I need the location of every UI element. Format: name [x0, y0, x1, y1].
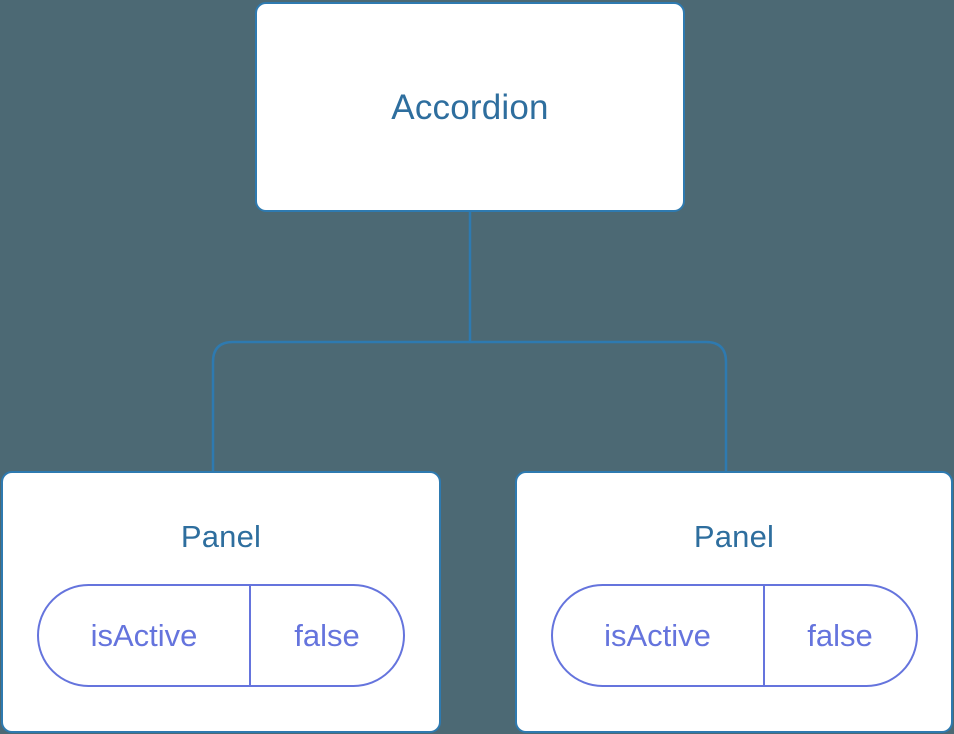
connector-to-panel-0 [211, 340, 470, 473]
node-accordion[interactable]: Accordion [255, 2, 685, 212]
node-panel-1[interactable]: Panel isActive false [515, 471, 953, 733]
state-value-panel-0: false [294, 618, 360, 653]
state-key-panel-1: isActive [553, 586, 765, 685]
node-panel-1-title: Panel [693, 519, 775, 554]
connector-to-panel-1 [470, 340, 728, 473]
state-pill-panel-0[interactable]: isActive false [37, 584, 405, 687]
node-panel-0[interactable]: Panel isActive false [1, 471, 441, 733]
state-value-panel-1: false [807, 618, 873, 653]
node-panel-0-title: Panel [180, 519, 262, 554]
node-accordion-title: Accordion [391, 87, 549, 127]
state-pill-panel-1[interactable]: isActive false [550, 584, 918, 687]
state-key-panel-0: isActive [39, 586, 251, 685]
